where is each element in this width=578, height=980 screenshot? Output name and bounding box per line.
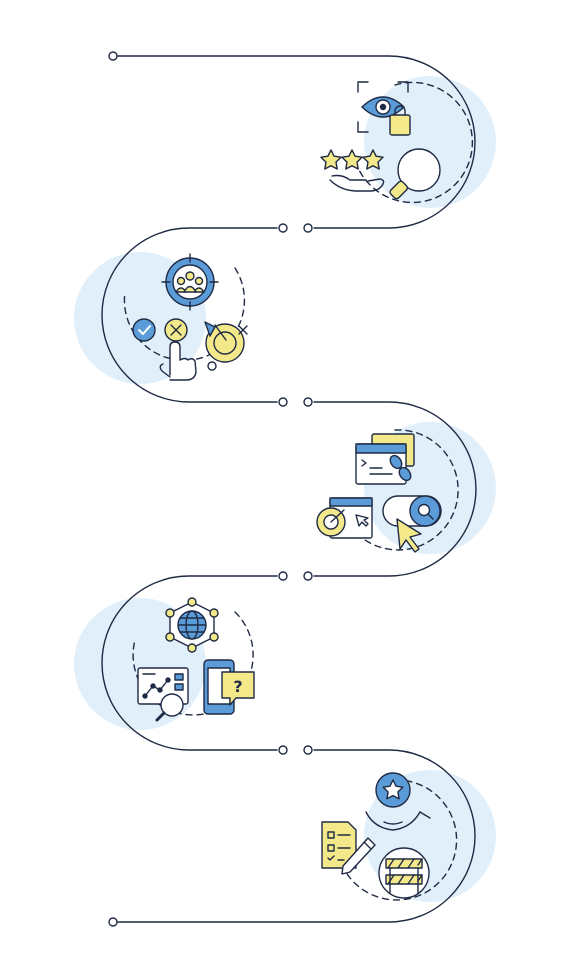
pointing-hand-icon bbox=[159, 341, 197, 381]
path-segment-1 bbox=[116, 55, 476, 229]
node-4a bbox=[278, 745, 288, 755]
target-icon bbox=[316, 507, 346, 537]
eye-icon bbox=[361, 96, 405, 118]
check-circle-icon bbox=[132, 318, 156, 342]
pencil-icon bbox=[341, 837, 376, 875]
shopping-bag-icon bbox=[389, 105, 411, 136]
target-audience-icon bbox=[132, 253, 248, 381]
ring-step-3 bbox=[339, 429, 459, 551]
end-node bbox=[108, 917, 118, 927]
timeline-path bbox=[101, 51, 477, 927]
path-segment-4 bbox=[101, 575, 278, 751]
network-globe-icon bbox=[165, 597, 219, 653]
multichannel-analytics-icon: ? bbox=[137, 597, 255, 722]
node-3a bbox=[303, 571, 313, 581]
question-mark: ? bbox=[233, 677, 242, 696]
node-1a bbox=[303, 223, 313, 233]
road-barrier-icon bbox=[378, 847, 430, 899]
footprints-icon bbox=[389, 454, 412, 482]
ring-step-2 bbox=[123, 267, 246, 361]
rating-stars-icon bbox=[320, 149, 384, 170]
start-node bbox=[108, 51, 118, 61]
hand-icon bbox=[329, 174, 385, 192]
open-hand-icon bbox=[365, 811, 431, 831]
background-blobs bbox=[74, 76, 496, 902]
node-2a bbox=[278, 397, 288, 407]
checklist-document-icon bbox=[321, 821, 357, 869]
node-4b bbox=[303, 745, 313, 755]
dartboard-icon bbox=[204, 321, 248, 371]
dashboard-chart-icon bbox=[137, 667, 189, 705]
magnifier-icon bbox=[389, 148, 441, 200]
crosshair-group-icon bbox=[161, 253, 219, 311]
node-3b bbox=[278, 571, 288, 581]
feedback-and-barriers-icon bbox=[321, 772, 431, 899]
star-badge-icon bbox=[375, 772, 411, 808]
cross-circle-icon bbox=[164, 318, 188, 342]
cursor-arrow-icon bbox=[396, 518, 422, 553]
phone-question-icon: ? bbox=[203, 659, 255, 715]
path-segment-2 bbox=[101, 227, 278, 403]
customer-research-icon bbox=[320, 81, 441, 200]
search-bar-icon bbox=[382, 495, 442, 527]
ring-step-5 bbox=[339, 779, 458, 901]
node-1b bbox=[278, 223, 288, 233]
node-2b bbox=[303, 397, 313, 407]
user-journey-icon bbox=[316, 433, 442, 553]
magnifier-small-icon bbox=[155, 693, 184, 722]
path-segment-3 bbox=[313, 401, 477, 577]
browser-window-icon bbox=[355, 443, 407, 485]
path-segment-5 bbox=[116, 749, 476, 923]
